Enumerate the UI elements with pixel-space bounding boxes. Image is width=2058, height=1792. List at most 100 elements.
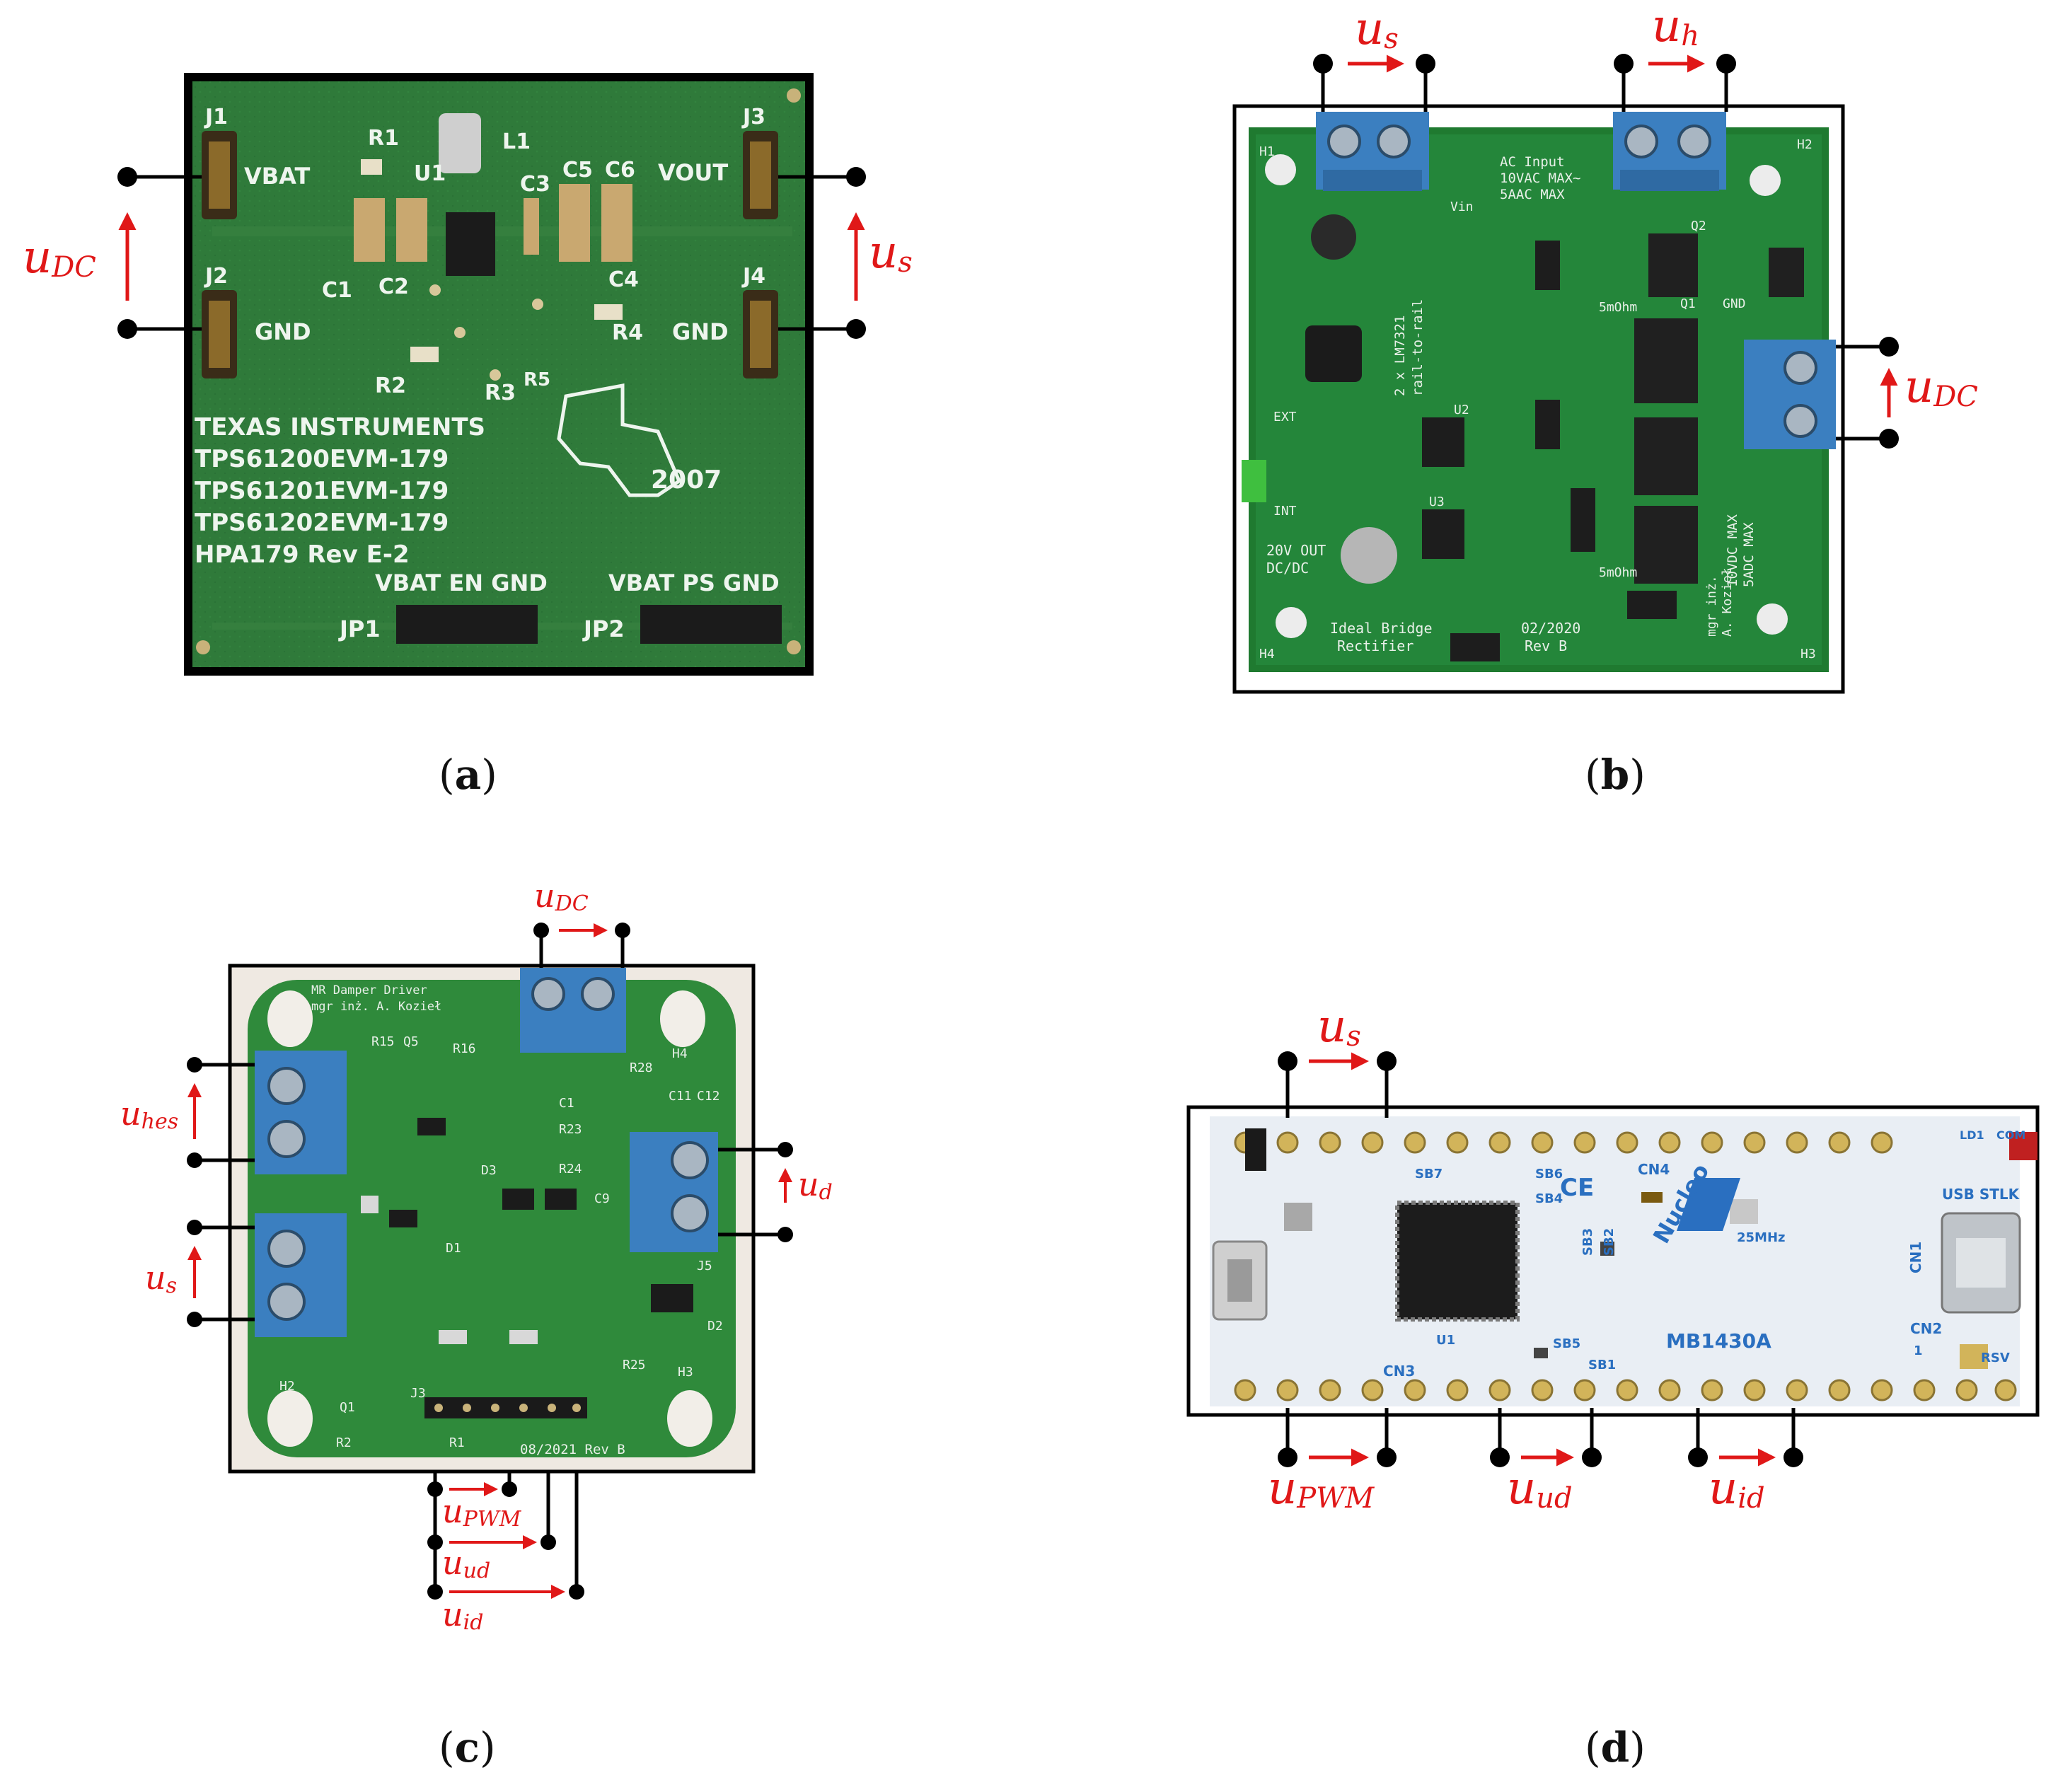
terminal-us-c: [255, 1213, 347, 1337]
label-u1: U1: [414, 161, 446, 186]
label-sb2: SB2: [1602, 1228, 1617, 1256]
label-r1: R1: [368, 126, 399, 151]
label-dc-max-v: 10VDC MAX: [1725, 514, 1740, 587]
panel-d: Nucleo MB1430A USB STLK CN1 CN2 CN3 CN4 …: [1186, 1000, 2040, 1771]
label-rail: rail-to-rail: [1410, 299, 1426, 396]
terminal-uhes-c: [255, 1051, 347, 1174]
signal-u-s-a: us: [869, 226, 913, 279]
label-j1: J1: [204, 105, 228, 129]
label-ac-input: AC Input: [1500, 154, 1565, 170]
label-cn4: CN4: [1638, 1161, 1670, 1178]
panel-c-connections: [187, 923, 793, 1600]
label-j5-c: J5: [697, 1259, 712, 1273]
label-usb-stlk: USB STLK: [1942, 1186, 2021, 1203]
label-com: COM: [1996, 1128, 2025, 1142]
label-sb6: SB6: [1535, 1167, 1563, 1181]
label-u1-d: U1: [1436, 1333, 1455, 1348]
label-h4-b: H4: [1259, 647, 1275, 661]
signal-u-ud-c: uud: [442, 1544, 490, 1583]
signal-u-hes-c: uhes: [120, 1094, 178, 1134]
signal-u-dc-a: uDC: [23, 231, 96, 284]
label-r2-c: R2: [336, 1435, 352, 1450]
label-jp2-header: VBAT PS GND: [608, 570, 780, 596]
label-r24-c: R24: [559, 1162, 582, 1177]
label-ideal-bridge: Ideal Bridge: [1330, 620, 1433, 637]
label-sb3: SB3: [1580, 1228, 1595, 1256]
label-j3: J3: [741, 105, 765, 129]
label-d3-c: D3: [481, 1163, 497, 1178]
terminal-uh-b: [1613, 112, 1726, 191]
label-jp1-header: VBAT EN GND: [375, 570, 548, 596]
label-model2: TPS61201EVM-179: [195, 477, 449, 505]
caption-b: (b): [1585, 751, 1646, 799]
ti-logo: [557, 383, 682, 497]
label-gnd-right: GND: [672, 318, 729, 345]
label-c4: C4: [608, 267, 639, 292]
signal-u-s-b: us: [1355, 3, 1399, 55]
label-5mohm-1: 5mOhm: [1599, 300, 1637, 315]
panel-d-connections: [1278, 1051, 1803, 1467]
label-q1-b: Q1: [1680, 296, 1696, 311]
label-h3-c: H3: [678, 1365, 693, 1380]
label-mb1430a: MB1430A: [1666, 1329, 1771, 1353]
label-c6: C6: [605, 158, 635, 183]
label-20v-out: 20V OUT: [1266, 542, 1326, 559]
label-r23-c: R23: [559, 1122, 582, 1137]
jp1-jumper: [396, 605, 538, 644]
signal-u-id-c: uid: [442, 1595, 483, 1635]
label-r1-c: R1: [449, 1435, 465, 1450]
label-sb5: SB5: [1553, 1336, 1580, 1351]
label-c1: C1: [322, 278, 352, 303]
l1-inductor: [439, 113, 481, 173]
panel-c-board: MR Damper Driver mgr inż. A. Kozieł 08/2…: [248, 968, 736, 1457]
caption-a: (a): [439, 751, 497, 799]
label-date-c: 08/2021 Rev B: [520, 1442, 625, 1457]
label-d2-c: D2: [707, 1319, 723, 1334]
label-cn2: CN2: [1910, 1320, 1942, 1337]
label-h2-b: H2: [1797, 137, 1813, 152]
label-q1-c: Q1: [340, 1400, 355, 1415]
panel-a-board: J1 J2 J3 J4 VBAT GND VOUT GND R1 U1 L1 C…: [184, 73, 814, 676]
signal-u-ud-d: uud: [1507, 1462, 1573, 1515]
label-vout: VOUT: [658, 159, 728, 186]
label-pin-1: 1: [1914, 1343, 1923, 1358]
label-h3-b: H3: [1800, 647, 1816, 661]
label-r25-c: R25: [623, 1358, 646, 1372]
panel-c: MR Damper Driver mgr inż. A. Kozieł 08/2…: [120, 877, 833, 1771]
label-jp1: JP1: [338, 615, 381, 642]
label-h2-c: H2: [279, 1379, 295, 1394]
panel-b-board: AC Input 10VAC MAX~ 5AAC MAX 2 x LM7321 …: [1242, 112, 1836, 672]
label-rev: HPA179 Rev E-2: [195, 541, 410, 569]
label-q2-b: Q2: [1691, 219, 1706, 233]
label-25mhz: 25MHz: [1737, 1230, 1786, 1245]
label-r16-c: R16: [453, 1041, 476, 1056]
label-d1-c: D1: [446, 1241, 461, 1256]
terminal-ud-c: [630, 1132, 718, 1252]
label-q5-c: Q5: [403, 1034, 419, 1049]
label-ld1: LD1: [1960, 1128, 1984, 1142]
label-model3: TPS61202EVM-179: [195, 509, 449, 537]
label-j4: J4: [741, 264, 765, 289]
panel-b-connections: [1313, 54, 1899, 449]
label-ac-max-v: 10VAC MAX~: [1500, 170, 1580, 186]
caption-c: (c): [439, 1723, 496, 1771]
label-u2-b: U2: [1454, 403, 1469, 417]
label-rev-b: Rev B: [1525, 637, 1567, 654]
signal-u-dc-b: uDC: [1904, 361, 1978, 413]
label-5mohm-2: 5mOhm: [1599, 565, 1637, 580]
label-r28-c: R28: [630, 1060, 653, 1075]
signal-u-h-b: uh: [1652, 0, 1699, 52]
label-c12-c: C12: [697, 1089, 720, 1104]
label-ti: TEXAS INSTRUMENTS: [195, 413, 485, 441]
label-r5: R5: [524, 369, 550, 391]
panel-b: AC Input 10VAC MAX~ 5AAC MAX 2 x LM7321 …: [1232, 0, 1978, 799]
jp2-jumper: [640, 605, 782, 644]
label-sb1: SB1: [1588, 1358, 1616, 1372]
label-jp2: JP2: [582, 615, 625, 642]
signal-u-s-d: us: [1317, 1000, 1361, 1053]
label-h1-b: H1: [1259, 144, 1275, 159]
label-author1-b: mgr inż.: [1704, 575, 1719, 637]
label-c2: C2: [378, 274, 409, 299]
label-vbat: VBAT: [244, 163, 310, 190]
